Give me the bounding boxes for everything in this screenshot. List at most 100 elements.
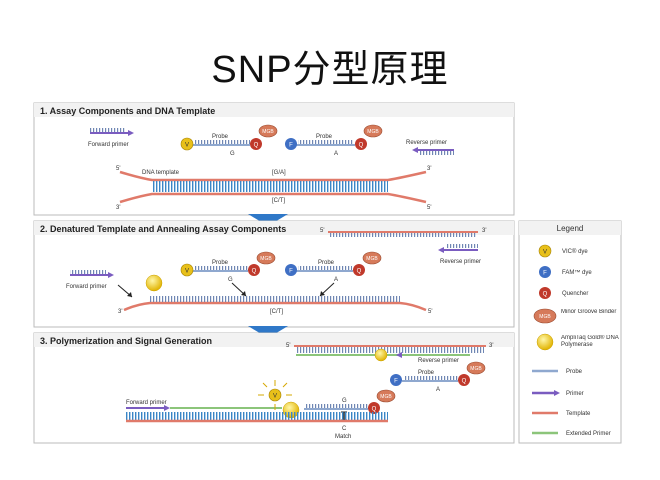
fam-probe-pointer-head — [320, 291, 325, 296]
legend: Legend V VIC® dye F FAM™ dye Q Quencher … — [518, 220, 622, 444]
vic-probe-pointer-head — [241, 291, 246, 296]
template-top-strand — [119, 170, 427, 182]
reverse-primer-ticks-2 — [446, 244, 478, 248]
forward-primer-arrowhead-2 — [108, 272, 114, 278]
vic-dye-glyph-3: V — [273, 394, 277, 400]
forward-primer-arrowhead-3 — [164, 405, 170, 411]
legend-item-primer: Primer — [532, 390, 584, 397]
legend-item-fam: F FAM™ dye — [539, 266, 592, 278]
template-5prime-bottom-label: 5' — [427, 205, 431, 211]
legend-item-label: VIC® dye — [562, 248, 588, 255]
panel-3-header-bar — [34, 333, 514, 347]
quencher-glyph: Q — [359, 143, 364, 149]
legend-item-mgb: MGB Minor Groove Binder — [533, 308, 617, 324]
g-a-site-label: [G/A] — [272, 170, 286, 176]
panel-1-frame — [33, 102, 515, 216]
legend-vic-glyph: V — [543, 250, 547, 256]
vic-dye-glyph-2: V — [185, 269, 189, 275]
forward-primer-ticks — [90, 128, 126, 132]
vic-dye-glyph: V — [185, 143, 189, 149]
quencher-icon — [353, 264, 365, 276]
bottom-strand-3prime-label: 3' — [118, 309, 122, 315]
upper-strand-3prime-label: 3' — [489, 343, 493, 349]
fam-dye-glyph-3: F — [394, 379, 398, 385]
reverse-primer-label: Reverse primer — [406, 140, 447, 146]
legend-item-label: Probe — [566, 369, 583, 375]
fam-dye-icon — [285, 264, 297, 276]
fam-dye-icon — [390, 374, 402, 386]
step-arrow-1 — [248, 214, 288, 226]
bottom-template-strand — [123, 301, 427, 312]
probe-label-fam-3: Probe — [418, 370, 435, 376]
legend-mgb-label-box: Minor Groove Binder — [561, 309, 617, 315]
mgb-glyph-2b: MGB — [366, 256, 378, 262]
legend-polymerase-label-box: AmpliTaq Gold® DNA Polymerase — [561, 335, 619, 348]
mgb-icon — [256, 251, 276, 265]
reverse-primer-arrowhead-3 — [396, 352, 402, 358]
panel-3-heading: 3. Polymerization and Signal Generation — [40, 336, 212, 346]
mgb-glyph-3: MGB — [470, 366, 482, 372]
separated-strand-5prime-label: 5' — [320, 228, 324, 234]
legend-item-probe: Probe — [532, 369, 583, 375]
forward-primer-label: Forward primer — [88, 142, 129, 148]
quencher-icon — [368, 402, 380, 414]
dna-template-label: DNA template — [142, 170, 180, 176]
probe-label-fam: Probe — [316, 134, 333, 140]
legend-item-label: Minor Groove Binder — [561, 309, 617, 315]
mgb-glyph: MGB — [367, 129, 379, 135]
forward-primer-pointer-head — [127, 292, 132, 297]
step-arrow-2 — [248, 326, 288, 338]
legend-item-label: FAM™ dye — [562, 269, 592, 276]
legend-header-bar — [519, 221, 621, 235]
legend-fam-glyph: F — [543, 271, 547, 277]
signal-ray — [262, 382, 268, 388]
forward-primer-arrowhead — [128, 130, 134, 136]
template-bottom-strand — [119, 192, 427, 204]
reverse-primer-group: Reverse primer — [406, 140, 454, 155]
quencher-glyph-2: Q — [252, 269, 257, 275]
quencher-glyph-3: Q — [462, 379, 467, 385]
fam-dye-glyph: F — [289, 143, 293, 149]
primer-arrowhead-icon — [554, 390, 560, 396]
legend-item-label: Extended Primer — [566, 431, 611, 437]
reverse-primer-label-3: Reverse primer — [418, 358, 459, 364]
legend-item-label: Template — [566, 411, 591, 417]
template-base-pairs — [152, 181, 388, 192]
mgb-icon — [533, 308, 557, 324]
template-3prime-label: 3' — [427, 166, 431, 172]
bottom-template-bases — [150, 296, 400, 302]
probe-label-fam-2: Probe — [318, 260, 335, 266]
separated-top-strand-bases — [330, 233, 476, 237]
fam-probe-ticks-3 — [404, 376, 458, 380]
legend-item-vic: V VIC® dye — [538, 244, 588, 258]
polymerase-icon — [145, 274, 163, 292]
c-t-site-label-2: [C/T] — [270, 309, 283, 315]
vic-dye-icon — [268, 388, 282, 402]
allele-c-label: C — [342, 426, 347, 432]
fam-dye-icon — [539, 266, 551, 278]
quencher-glyph-2b: Q — [357, 269, 362, 275]
panel-3-template-bases — [126, 412, 388, 420]
allele-a-label: A — [334, 151, 338, 157]
allele-a-label-2: A — [334, 277, 338, 283]
panel-2: 2. Denatured Template and Annealing Assa… — [33, 220, 515, 328]
vic-dye-icon — [180, 263, 194, 277]
vic-probe-ticks — [194, 140, 250, 144]
quencher-icon — [355, 138, 367, 150]
upper-strand-5prime-label: 5' — [286, 343, 290, 349]
separated-strand-3prime-label: 3' — [482, 228, 486, 234]
forward-primer-ticks-2 — [70, 270, 106, 274]
forward-primer-label-3: Forward primer — [126, 400, 167, 406]
bottom-strand-5prime-label: 5' — [428, 309, 432, 315]
legend-item-extended-primer: Extended Primer — [532, 431, 611, 437]
fam-probe-ticks-2 — [298, 266, 352, 270]
quencher-icon — [248, 264, 260, 276]
fam-probe-ticks — [298, 140, 354, 144]
polymerase-icon — [374, 348, 388, 362]
legend-item-label: AmpliTaq Gold® DNA Polymerase — [561, 335, 619, 348]
c-t-site-label: [C/T] — [272, 198, 285, 204]
panel-1: 1. Assay Components and DNA Template For… — [33, 102, 515, 216]
vic-probe-ticks-2 — [194, 266, 248, 270]
probe-label-vic: Probe — [212, 134, 229, 140]
panel-1-header-bar — [34, 103, 514, 117]
